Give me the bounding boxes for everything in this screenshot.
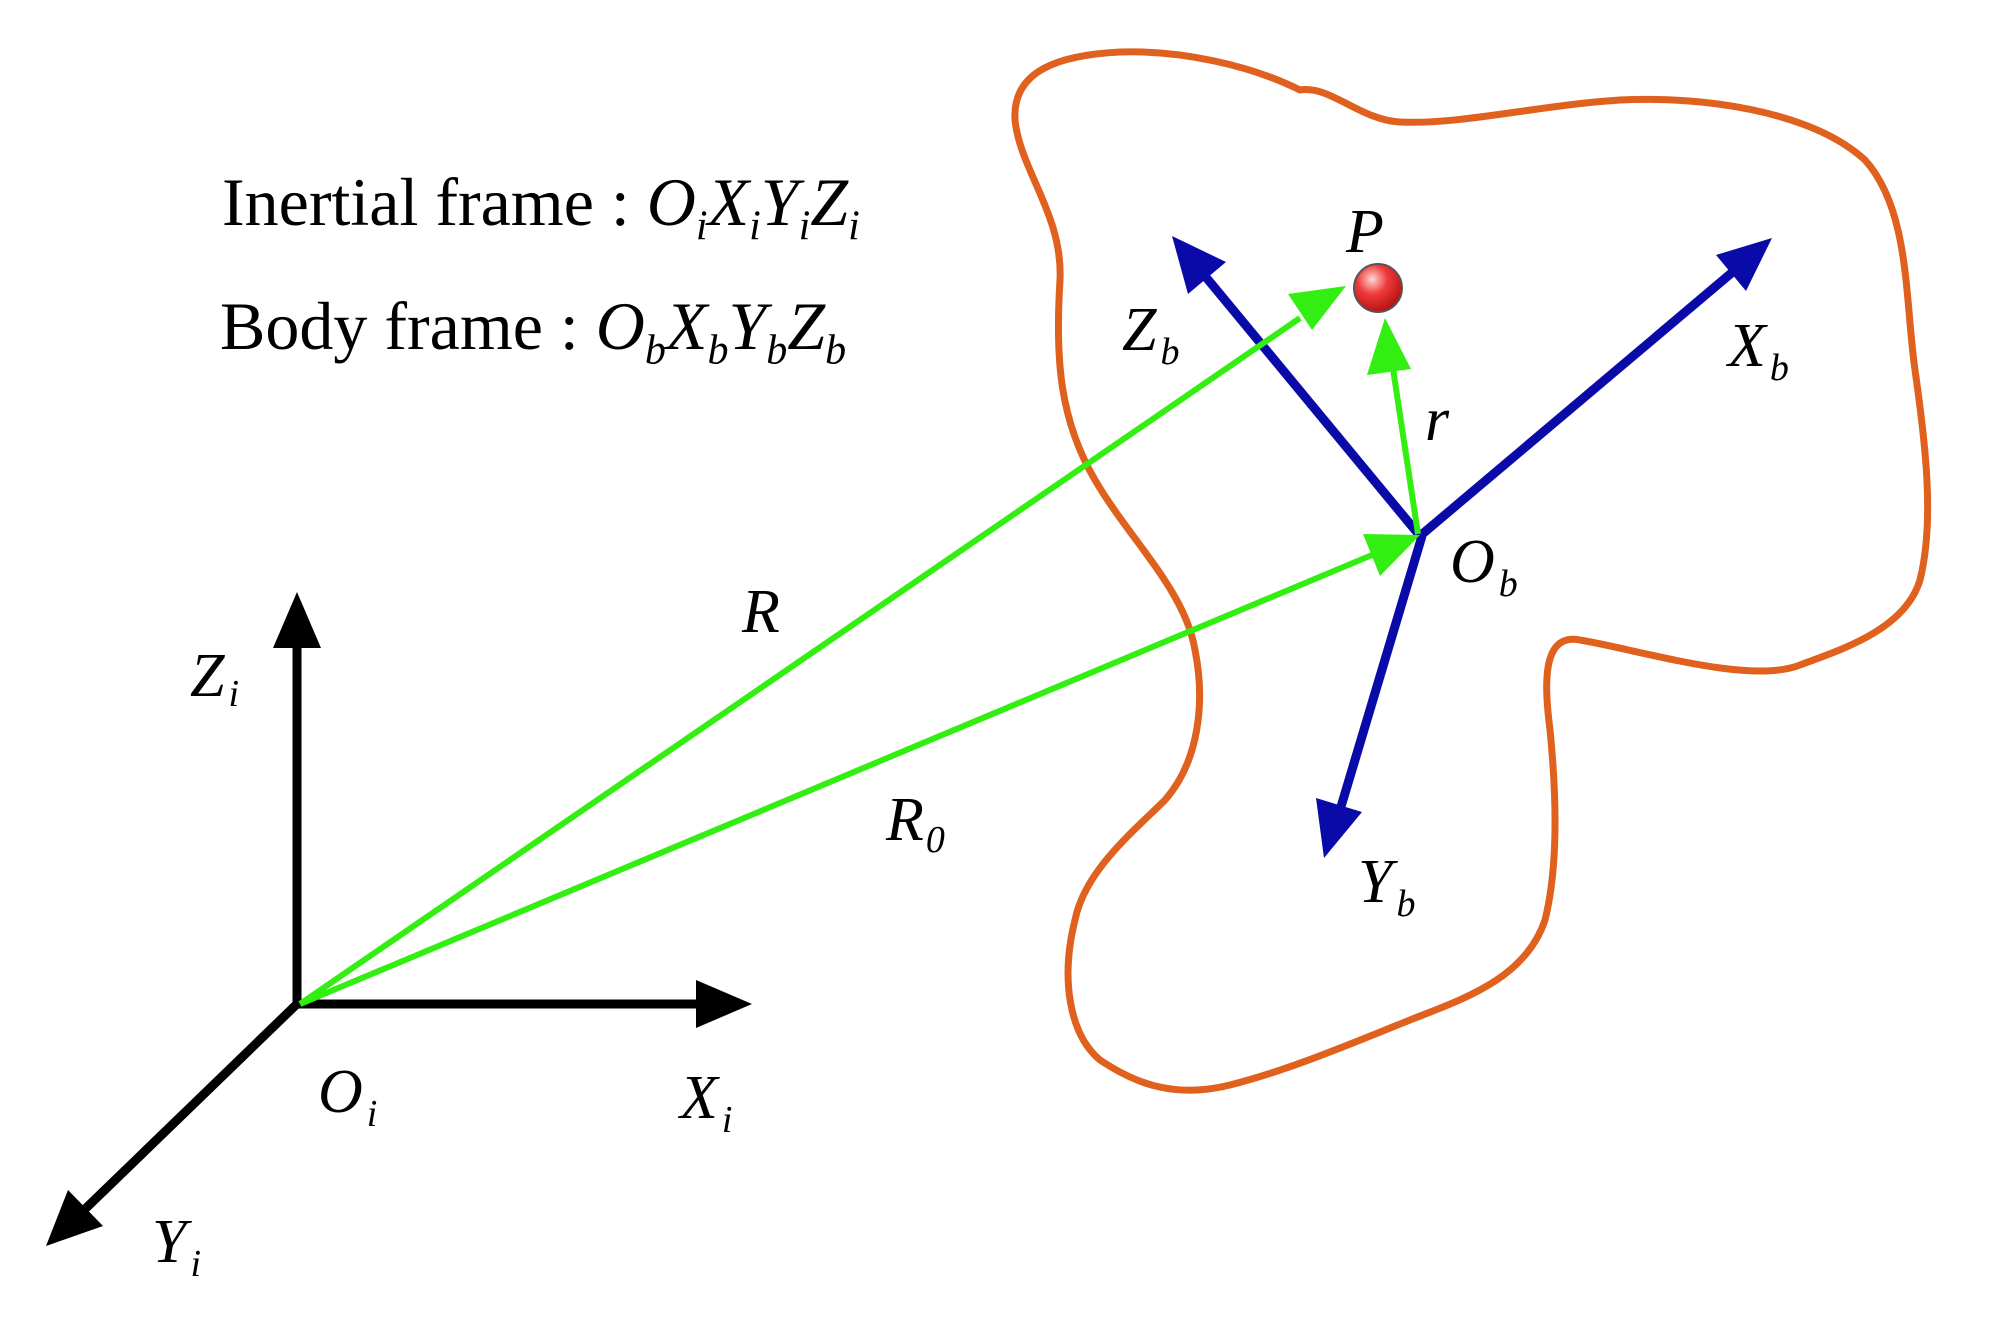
legend-body-label: Body frame : [220,288,579,364]
legend-body-frame: Body frame : ObXbYbZb [220,292,846,372]
label-xb-sub: b [1770,347,1789,389]
label-r: r [1425,386,1450,454]
label-yb-main: Y [1358,848,1398,916]
legend-body-Z-sub: b [825,327,847,374]
legend-body-Y: Y [728,288,767,364]
label-ob-main: O [1450,528,1495,596]
body-outline [1011,48,1932,1094]
label-R-main: R [741,578,780,646]
vector-R0-line [298,552,1374,1007]
label-yi-main: Y [152,1208,192,1276]
legend-inertial-frame: Inertial frame : OiXiYiZi [222,168,860,248]
vector-R-arrowhead [1288,286,1346,330]
legend-inertial-Z-sub: i [848,203,860,250]
yi-arrowhead [46,1190,103,1246]
legend-body-X: X [665,288,708,364]
legend-inertial-O-sub: i [695,203,708,250]
legend-inertial-Y: Y [760,164,799,240]
label-yi-sub: i [190,1243,201,1285]
legend-body-Z: Z [787,288,826,364]
legend-inertial-label: Inertial frame : [222,164,630,240]
legend-inertial-X: X [707,164,750,240]
body-axes [1172,236,1772,858]
label-zb-main: Z [1122,296,1157,364]
vector-r-arrowhead [1367,318,1411,375]
legend-inertial-X-sub: i [749,203,761,250]
yb-arrowhead [1316,798,1362,858]
label-R0-main: R [885,786,924,854]
label-r-main: r [1425,386,1450,454]
label-oi-sub: i [367,1093,378,1135]
label-yb-sub: b [1396,883,1415,925]
label-R0: R0 [885,786,945,861]
legend-body-X-sub: b [707,327,729,374]
legend-inertial-Z: Z [810,164,849,240]
zb-arrowhead [1172,236,1226,294]
zb-axis-line [1201,273,1424,539]
label-ob-sub: b [1499,563,1518,605]
legend-inertial-Y-sub: i [798,203,811,250]
label-xi-main: X [677,1064,720,1132]
position-vectors [298,286,1421,1007]
yb-axis-line [1335,534,1427,812]
label-P-main: P [1345,198,1384,266]
yi-axis-line [78,998,303,1216]
label-oi-main: O [318,1058,363,1126]
legend-body-O: O [595,288,645,364]
label-xi-sub: i [722,1099,733,1141]
vector-R0-arrowhead [1363,534,1420,576]
label-zi-main: Z [190,642,225,710]
label-zb-sub: b [1160,331,1179,373]
label-R: R [741,578,780,646]
xi-arrowhead [696,980,752,1028]
zi-arrowhead [273,592,321,648]
label-R0-sub: 0 [926,819,945,861]
legend-inertial-O: O [646,164,696,240]
label-zi-sub: i [228,673,239,715]
inertial-axes [46,592,752,1246]
legend-body-O-sub: b [644,327,666,374]
vector-R-line [298,315,1302,1007]
xb-arrowhead [1716,238,1772,291]
legend-body-Y-sub: b [766,327,788,374]
label-xb-main: X [1725,312,1768,380]
label-P: P [1345,198,1384,266]
xb-axis-line [1417,266,1738,540]
vector-r-line [1389,361,1421,535]
point-P [1353,263,1403,313]
